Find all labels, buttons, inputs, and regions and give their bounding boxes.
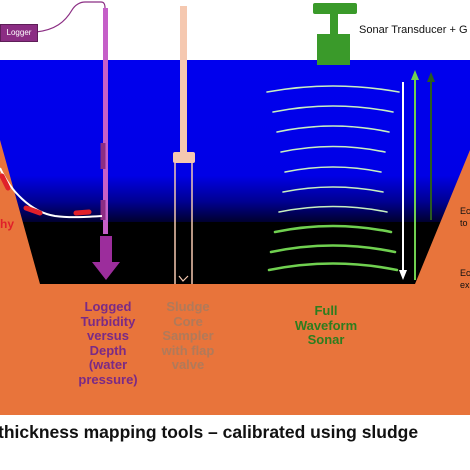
sonar-wavefront-3 [276,125,390,133]
caption: thickness mapping tools – calibrated usi… [0,422,419,442]
turbidity-probe-pole [103,8,108,234]
echo-arrow-head-3 [427,72,435,82]
sonar-wavefront-6 [282,186,384,193]
sonar-wavefront-8 [273,224,393,234]
turbidity-probe-collar-lower [100,200,106,220]
sonar-transducer-label: Sonar Transducer + G [359,24,468,36]
cable-float-2 [23,205,43,216]
core-flap-valve [178,275,189,282]
core-sampler-rod [180,6,187,152]
left-tether-cable [0,167,103,219]
turbidity-depth-arrow [92,236,120,280]
logger-box: Logger [0,24,38,42]
sonar-transducer-handle [313,3,357,14]
sonar-transducer-body [317,34,350,65]
sonar-wavefront-9 [269,244,397,254]
core-sampler-label: Sludge Core Sampler with flap valve [161,299,215,373]
sonar-wavefront-2 [272,105,394,113]
edge-label-upper: Ec to [460,206,470,228]
sky-background [0,0,470,60]
core-sampler-head [173,152,195,163]
logger-cable [35,1,106,33]
turbidity-label: Logged Turbidity versus Depth (water pre… [78,299,138,387]
sonar-wavefront-10 [267,262,399,272]
sonar-label: Full Waveform Sonar [294,303,358,348]
water-body [0,60,470,225]
sonar-transducer-stem [330,14,338,36]
sonar-wavefront-1 [266,85,400,93]
left-label-fragment: hy [0,217,15,231]
echo-arrow-head-1 [399,270,407,280]
echo-arrow-head-2 [411,70,419,80]
sonar-wavefront-5 [284,166,382,173]
sludge-layer [0,222,470,284]
sonar-wavefront-4 [280,145,386,153]
cable-float-3 [73,209,92,216]
caption-band [0,415,470,470]
sonar-wavefronts [266,85,400,272]
sonar-wavefront-7 [278,205,388,213]
turbidity-probe-collar-upper [100,143,106,169]
cable-float-1 [0,173,11,191]
edge-label-lower: Ec ex [460,268,470,290]
soil-embankment [0,140,470,470]
